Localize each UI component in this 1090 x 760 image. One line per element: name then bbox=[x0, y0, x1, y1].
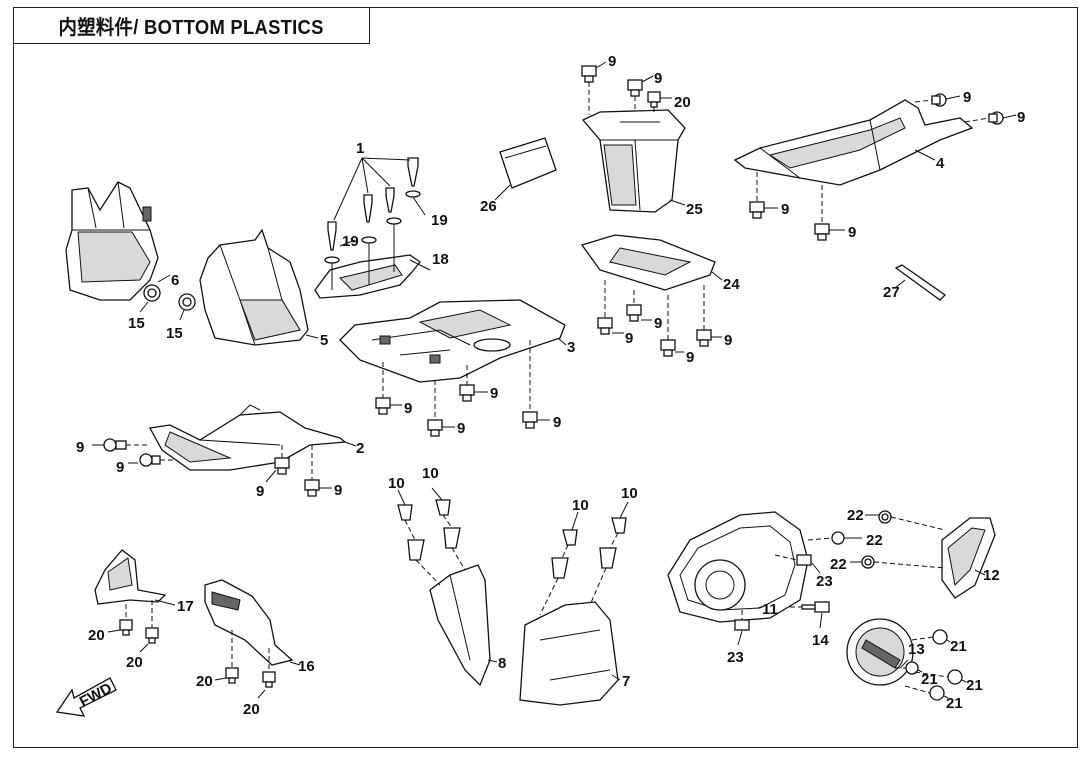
callout-15b: 15 bbox=[166, 325, 183, 342]
callout-11: 11 bbox=[762, 601, 778, 618]
part-26 bbox=[499, 137, 557, 189]
callout-10-b: 10 bbox=[422, 465, 439, 482]
callout-15a: 15 bbox=[128, 315, 145, 332]
callout-26: 26 bbox=[480, 198, 497, 215]
part-25 bbox=[581, 109, 686, 213]
callout-9-e: 9 bbox=[76, 439, 84, 456]
callout-9-l: 9 bbox=[654, 315, 662, 332]
callout-13: 13 bbox=[908, 641, 925, 658]
callout-2: 2 bbox=[356, 440, 364, 457]
callout-20-c: 20 bbox=[126, 654, 143, 671]
fasteners-10-part7 bbox=[551, 517, 627, 579]
bolts-9-part3 bbox=[375, 384, 538, 437]
bolts-20-part16 bbox=[225, 667, 276, 688]
part-2 bbox=[148, 404, 347, 471]
callout-23-b: 23 bbox=[727, 649, 744, 666]
part-13 bbox=[846, 618, 914, 686]
part-8 bbox=[429, 564, 491, 687]
part-11 bbox=[667, 511, 809, 623]
part-7 bbox=[519, 601, 619, 706]
callout-22-c: 22 bbox=[830, 556, 847, 573]
grommets-22 bbox=[831, 510, 892, 569]
callout-9-f: 9 bbox=[116, 459, 124, 476]
callout-9-r: 9 bbox=[848, 224, 856, 241]
callout-9-g: 9 bbox=[256, 483, 264, 500]
callout-9-n: 9 bbox=[724, 332, 732, 349]
callout-5: 5 bbox=[320, 332, 328, 349]
callout-10-c: 10 bbox=[572, 497, 589, 514]
bolts-20-part17 bbox=[119, 619, 159, 644]
callout-20-d: 20 bbox=[196, 673, 213, 690]
page-title: 内塑料件/ BOTTOM PLASTICS bbox=[58, 17, 325, 39]
bolts-21 bbox=[905, 629, 963, 701]
callout-20-b: 20 bbox=[88, 627, 105, 644]
callout-20-e: 20 bbox=[243, 701, 260, 718]
bolts-25 bbox=[581, 65, 661, 108]
callout-21-c: 21 bbox=[921, 671, 938, 688]
callout-9-d: 9 bbox=[553, 414, 561, 431]
callout-9-b: 9 bbox=[457, 420, 465, 437]
callout-7: 7 bbox=[622, 673, 630, 690]
callout-9-k: 9 bbox=[625, 330, 633, 347]
part-6 bbox=[65, 181, 159, 301]
callout-18: 18 bbox=[432, 251, 449, 268]
callout-24: 24 bbox=[723, 276, 740, 293]
callout-8: 8 bbox=[498, 655, 506, 672]
fasteners-10-part8 bbox=[397, 499, 461, 561]
callout-23-a: 23 bbox=[816, 573, 833, 590]
part-12 bbox=[941, 517, 996, 599]
callout-17: 17 bbox=[177, 598, 194, 615]
callout-3: 3 bbox=[567, 339, 575, 356]
callout-9-q: 9 bbox=[781, 201, 789, 218]
part-5 bbox=[199, 228, 309, 346]
callout-9-m: 9 bbox=[686, 349, 694, 366]
callout-6: 6 bbox=[171, 272, 179, 289]
fwd-direction-arrow: FWD bbox=[55, 677, 117, 717]
callout-9-j: 9 bbox=[654, 70, 662, 87]
bolts-9-part4 bbox=[749, 93, 1004, 241]
part-17 bbox=[94, 549, 167, 605]
part-3 bbox=[339, 299, 566, 383]
part-27 bbox=[894, 264, 947, 301]
fwd-arrow-label: FWD bbox=[77, 680, 115, 711]
diagram-frame bbox=[13, 7, 1078, 748]
part-4 bbox=[733, 99, 974, 186]
callout-9-h: 9 bbox=[334, 482, 342, 499]
callout-9-i: 9 bbox=[608, 53, 616, 70]
callout-22-a: 22 bbox=[847, 507, 864, 524]
callout-9-c: 9 bbox=[490, 385, 498, 402]
callout-19b: 19 bbox=[342, 233, 359, 250]
part-24 bbox=[580, 234, 716, 291]
callout-9-a: 9 bbox=[404, 400, 412, 417]
callout-12: 12 bbox=[983, 567, 1000, 584]
callout-21-a: 21 bbox=[950, 638, 967, 655]
callout-10-a: 10 bbox=[388, 475, 405, 492]
callout-9-p: 9 bbox=[1017, 109, 1025, 126]
bolts-9-part24 bbox=[597, 304, 712, 357]
callout-1: 1 bbox=[356, 140, 364, 157]
callout-20-a: 20 bbox=[674, 94, 691, 111]
grommet-15a-hole bbox=[147, 288, 157, 298]
callout-22-b: 22 bbox=[866, 532, 883, 549]
part-16 bbox=[204, 579, 294, 666]
callout-14: 14 bbox=[812, 632, 829, 649]
callout-21-b: 21 bbox=[966, 677, 983, 694]
callout-10-d: 10 bbox=[621, 485, 638, 502]
callout-16: 16 bbox=[298, 658, 315, 675]
callout-9-o: 9 bbox=[963, 89, 971, 106]
title-box: 内塑料件/ BOTTOM PLASTICS bbox=[13, 7, 370, 44]
callout-25: 25 bbox=[686, 201, 703, 218]
callout-19a: 19 bbox=[431, 212, 448, 229]
callout-4: 4 bbox=[936, 155, 945, 172]
bolts-9-part2 bbox=[103, 438, 320, 497]
callout-21-d: 21 bbox=[946, 695, 963, 712]
pin-fasteners-1 bbox=[327, 157, 419, 251]
callout-27: 27 bbox=[883, 284, 900, 301]
